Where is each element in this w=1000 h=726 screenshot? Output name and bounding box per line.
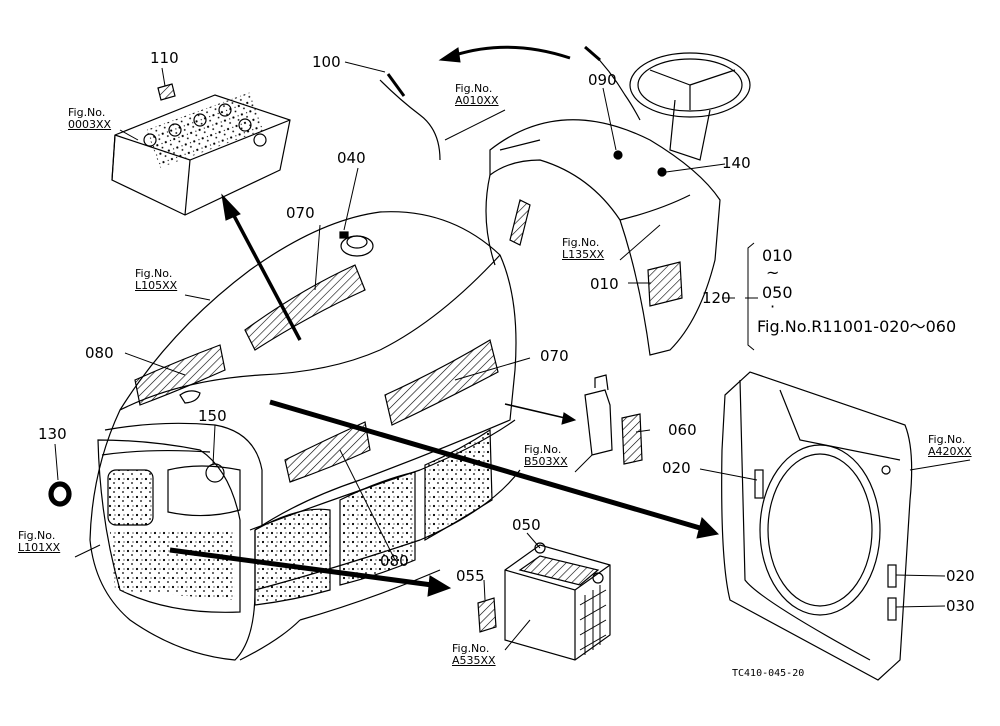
part-label-120: 120 bbox=[702, 289, 731, 307]
part-label-010: 010 bbox=[590, 275, 619, 293]
fig-label: Fig.No. bbox=[135, 267, 173, 280]
fig-number: A420XX bbox=[928, 445, 972, 458]
part-label-050: 050 bbox=[512, 516, 541, 534]
fig-label: Fig.No. bbox=[562, 236, 600, 249]
fig-label: Fig.No. bbox=[452, 642, 490, 655]
fig-number: A010XX bbox=[455, 94, 499, 107]
fig-number: B503XX bbox=[524, 455, 568, 468]
fig-ref-a535xx: Fig.No. A535XX bbox=[452, 643, 496, 667]
part-label-060: 060 bbox=[668, 421, 697, 439]
hood-assembly bbox=[48, 211, 521, 661]
fig-ref-a010xx: Fig.No. A010XX bbox=[455, 83, 499, 107]
part-label-140: 140 bbox=[722, 154, 751, 172]
fig-ref-l101xx: Fig.No. L101XX bbox=[18, 530, 60, 554]
fig-number: L135XX bbox=[562, 248, 605, 261]
fig-label: Fig.No. bbox=[68, 106, 106, 119]
part-label-100: 100 bbox=[312, 53, 341, 71]
fig-ref-l105xx: Fig.No. L105XX bbox=[135, 268, 177, 292]
fig-ref-b503xx: Fig.No. B503XX bbox=[524, 444, 568, 468]
part-label-080-left: 080 bbox=[85, 344, 114, 362]
range-to: 050 bbox=[762, 283, 793, 302]
fig-number: 0003XX bbox=[68, 118, 112, 131]
part-label-040: 040 bbox=[337, 149, 366, 167]
range-tilde: ~ bbox=[766, 263, 780, 282]
leader-lines bbox=[54, 61, 971, 651]
part-label-070-top: 070 bbox=[286, 204, 315, 222]
range-dot: · bbox=[770, 297, 776, 316]
part-label-110: 110 bbox=[150, 49, 179, 67]
fig-ref-0003xx: Fig.No. 0003XX bbox=[68, 107, 111, 131]
part-label-020-low: 020 bbox=[946, 567, 975, 585]
part-label-130: 130 bbox=[38, 425, 67, 443]
range-from: 010 bbox=[762, 246, 793, 265]
fig-ref-a420xx: Fig.No. A420XX bbox=[928, 434, 972, 458]
fan-shroud bbox=[721, 371, 913, 681]
part-label-055: 055 bbox=[456, 567, 485, 585]
battery bbox=[477, 542, 611, 661]
dash-panel bbox=[379, 45, 751, 356]
fig-number: A535XX bbox=[452, 654, 496, 667]
fig-label: Fig.No. bbox=[928, 433, 966, 446]
range-fig-ref: Fig.No.R11001-020～060 bbox=[757, 317, 957, 336]
fig-number: L101XX bbox=[18, 541, 61, 554]
part-label-070-right: 070 bbox=[540, 347, 569, 365]
arrows bbox=[169, 45, 720, 597]
part-label-030: 030 bbox=[946, 597, 975, 615]
fig-label: Fig.No. bbox=[18, 529, 56, 542]
fig-ref-l135xx: Fig.No. L135XX bbox=[562, 237, 604, 261]
part-label-090: 090 bbox=[588, 71, 617, 89]
part-label-020-mid: 020 bbox=[662, 459, 691, 477]
fig-number: L105XX bbox=[135, 279, 178, 292]
bracket-060 bbox=[584, 374, 643, 465]
fig-label: Fig.No. bbox=[524, 443, 562, 456]
part-label-150: 150 bbox=[198, 407, 227, 425]
part-label-080-bottom: 080 bbox=[380, 552, 409, 570]
drawing-code: TC410-045-20 bbox=[732, 668, 805, 679]
cylinder-head bbox=[111, 83, 291, 216]
fig-label: Fig.No. bbox=[455, 82, 493, 95]
